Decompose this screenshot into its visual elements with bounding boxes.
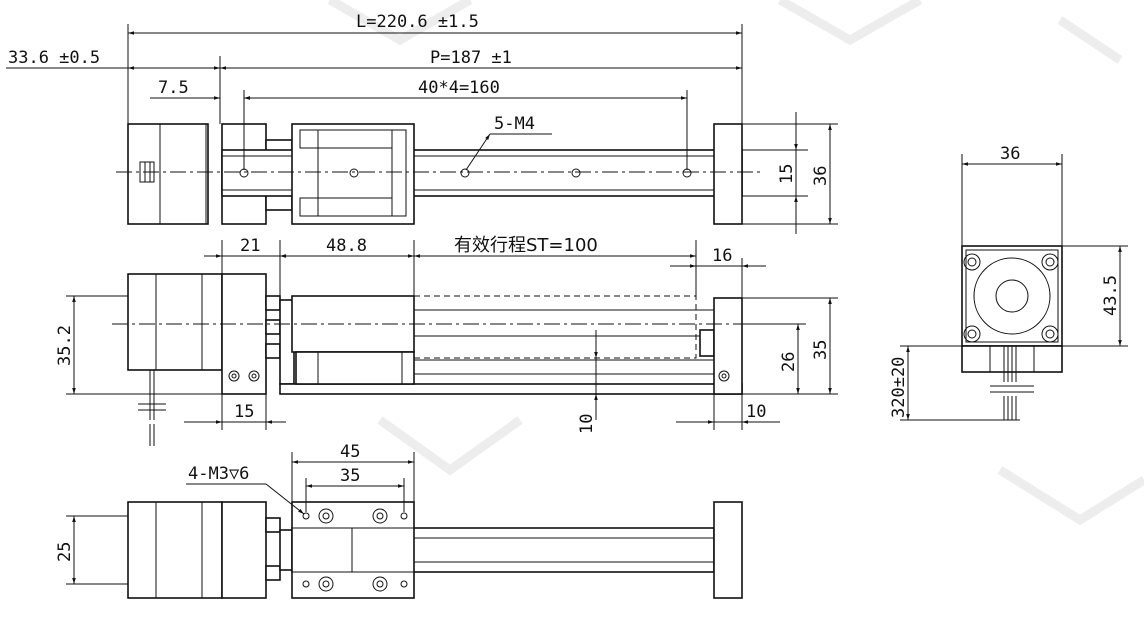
label-axis-height: 35.2 (55, 325, 75, 366)
label-rail-width: 15 (777, 164, 797, 184)
front-view: 21 48.8 有效行程ST=100 16 35.2 26 35 10 (55, 235, 838, 446)
label-pitch-length: P=187 ±1 (430, 48, 512, 68)
label-motor-height: 43.5 (1101, 275, 1121, 316)
motor-body-front (127, 273, 223, 371)
label-motor-width: 36 (1000, 144, 1020, 164)
label-hole-spacing: 40*4=160 (418, 78, 500, 98)
label-end-width: 16 (712, 246, 732, 266)
label-hole-pitch-outer: 45 (340, 442, 360, 462)
label-bottom-left: 15 (234, 402, 254, 422)
label-carriage-height: 26 (779, 352, 799, 372)
watermark (327, 0, 1144, 526)
label-rail-height: 10 (577, 414, 597, 434)
label-motor-offset: 33.6 ±0.5 (8, 48, 100, 68)
top-view: 5-M4 L=220.6 ±1.5 33.6 ±0.5 P=187 ±1 7.5… (6, 12, 838, 234)
motor-body (127, 123, 209, 225)
label-carriage-length: 48.8 (326, 236, 367, 256)
label-base-height: 35 (811, 340, 831, 360)
label-side-height: 25 (55, 542, 75, 562)
label-hole-offset: 7.5 (158, 78, 189, 98)
label-cable-length: 320±20 (889, 357, 909, 418)
label-bottom-right: 10 (746, 402, 766, 422)
label-mount-holes: 5-M4 (494, 114, 535, 134)
bottom-view: 4-M3▽6 45 35 25 (55, 442, 743, 599)
label-hole-pitch-inner: 35 (340, 466, 360, 486)
carriage (291, 123, 415, 225)
label-stroke: 有效行程ST=100 (454, 235, 598, 256)
end-view: 36 43.5 320±20 (889, 144, 1128, 421)
label-front-left: 21 (240, 236, 260, 256)
label-end-height: 36 (811, 166, 831, 186)
label-overall-length: L=220.6 ±1.5 (356, 12, 479, 32)
label-top-holes: 4-M3▽6 (188, 464, 249, 484)
